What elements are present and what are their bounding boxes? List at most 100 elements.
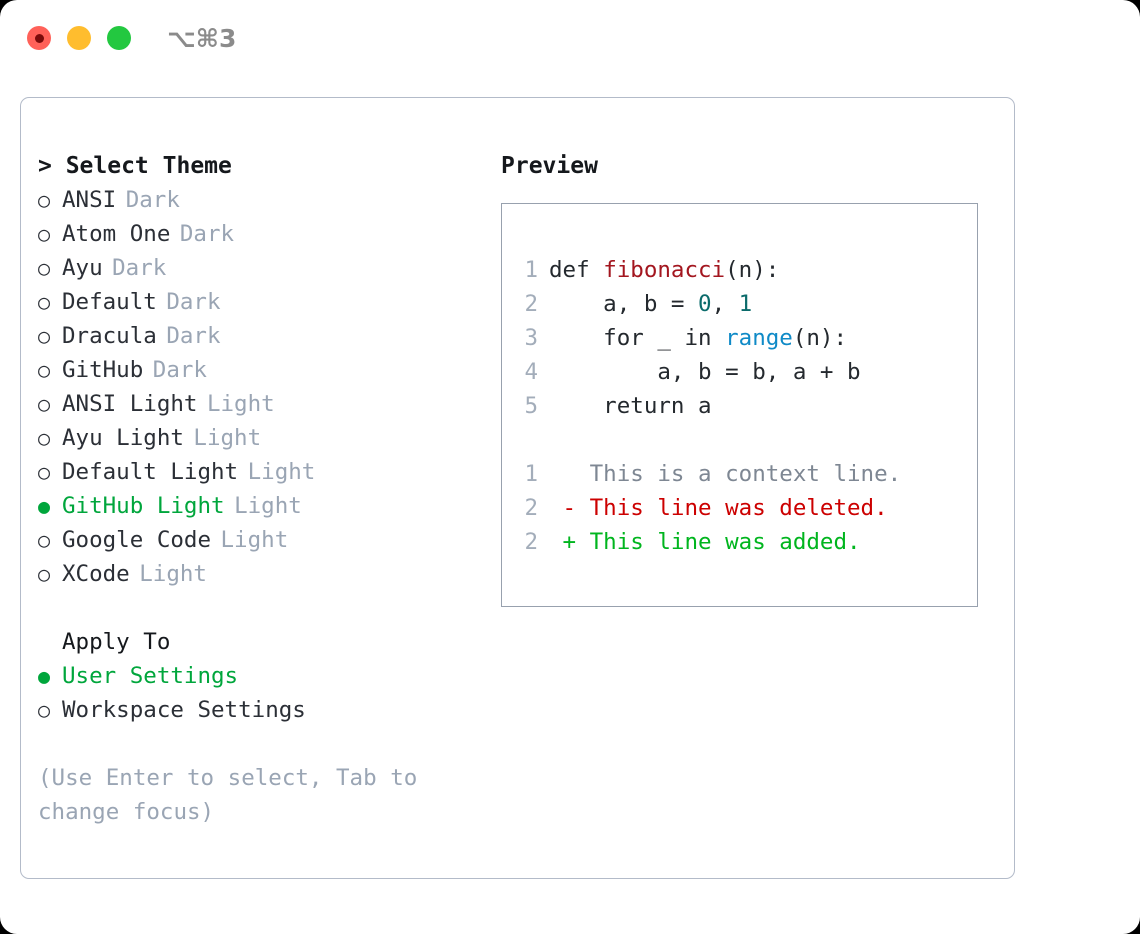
theme-kind-label: Light: [247, 459, 316, 485]
diff-line-text: - This line was deleted.: [549, 495, 888, 521]
radio-unselected-icon: ○: [38, 358, 51, 382]
radio-unselected-icon: ○: [38, 460, 51, 484]
apply-to-header: Apply To: [62, 629, 171, 655]
apply-to-list[interactable]: ● User Settings ○ Workspace Settings: [38, 659, 488, 727]
code-line: 2 a, b = 0, 1: [514, 287, 861, 321]
theme-kind-label: Dark: [112, 255, 167, 281]
radio-unselected-icon: ○: [38, 562, 51, 586]
code-token: for _ in: [549, 325, 726, 351]
code-token: range: [725, 325, 793, 351]
radio-selected-icon: ●: [38, 664, 51, 688]
code-token: ,: [711, 291, 739, 317]
code-token: a, b = b, a + b: [549, 359, 861, 385]
theme-name: Default Light: [62, 459, 239, 485]
theme-name: GitHub Light: [62, 493, 225, 519]
diff-line: 2 + This line was added.: [514, 525, 901, 559]
radio-unselected-icon: ○: [38, 392, 51, 416]
theme-list-item[interactable]: ○ Google Code Light: [38, 523, 488, 557]
theme-name: ANSI: [62, 187, 117, 213]
minimize-window-button[interactable]: [67, 26, 91, 50]
code-line-number: 4: [524, 359, 538, 385]
title-bar: ⌥⌘3: [0, 0, 1140, 78]
theme-kind-label: Dark: [179, 221, 235, 247]
keyboard-shortcut-label: ⌥⌘3: [167, 24, 237, 53]
traffic-light-buttons: [27, 26, 131, 50]
code-token: return a: [549, 393, 712, 419]
theme-kind-label: Dark: [166, 323, 221, 349]
theme-kind-label: Light: [139, 561, 207, 587]
close-window-button[interactable]: [27, 26, 51, 50]
theme-name: ANSI Light: [62, 391, 198, 417]
theme-list-item[interactable]: ○ Atom One Dark: [38, 217, 488, 251]
apply-to-section: Apply To ● User Settings ○ Workspace Settin…: [38, 625, 488, 727]
code-token: 0: [698, 291, 712, 317]
code-token: a, b =: [549, 291, 699, 317]
keyboard-hint-text: (Use Enter to select, Tab to change focu…: [38, 765, 418, 825]
select-theme-header: > Select Theme: [38, 153, 232, 179]
radio-unselected-icon: ○: [38, 698, 51, 722]
theme-list-item[interactable]: ○ GitHub Dark: [38, 353, 488, 387]
radio-unselected-icon: ○: [38, 426, 51, 450]
theme-name: Atom One: [62, 221, 171, 247]
theme-kind-label: Light: [206, 391, 275, 417]
diff-line-number: 2: [524, 529, 538, 555]
diff-line-text: + This line was added.: [549, 529, 861, 555]
theme-name: GitHub: [62, 357, 144, 383]
code-token: def: [549, 257, 604, 283]
code-token: fibonacci: [603, 257, 726, 283]
code-token: (n):: [792, 325, 848, 351]
theme-list-item[interactable]: ● GitHub Light Light: [38, 489, 488, 523]
radio-unselected-icon: ○: [38, 290, 51, 314]
apply-to-label: User Settings: [62, 663, 239, 689]
diff-line: 2 - This line was deleted.: [514, 491, 901, 525]
code-line: 4 a, b = b, a + b: [514, 355, 861, 389]
theme-name: XCode: [62, 561, 130, 587]
radio-unselected-icon: ○: [38, 222, 51, 246]
code-line-number: 5: [524, 393, 538, 419]
apply-to-label: Workspace Settings: [62, 697, 306, 723]
diff-line: 1 This is a context line.: [514, 457, 901, 491]
theme-list-item[interactable]: ○ Dracula Dark: [38, 319, 488, 353]
maximize-window-button[interactable]: [107, 26, 131, 50]
radio-unselected-icon: ○: [38, 256, 51, 280]
theme-list-item[interactable]: ○ Ayu Dark: [38, 251, 488, 285]
theme-name: Default: [62, 289, 157, 315]
code-line: 5 return a: [514, 389, 861, 423]
radio-unselected-icon: ○: [38, 528, 51, 552]
diff-line-text: This is a context line.: [549, 461, 902, 487]
theme-list-item[interactable]: ○ ANSI Light Light: [38, 387, 488, 421]
apply-to-option[interactable]: ○ Workspace Settings: [38, 693, 488, 727]
theme-list-item[interactable]: ○ XCode Light: [38, 557, 488, 591]
theme-name: Dracula: [62, 323, 157, 349]
radio-unselected-icon: ○: [38, 188, 51, 212]
preview-title: Preview: [501, 153, 598, 179]
diff-line-number: 2: [524, 495, 538, 521]
diff-line-number: 1: [524, 461, 538, 487]
radio-unselected-icon: ○: [38, 324, 51, 348]
theme-name: Google Code: [62, 527, 212, 553]
theme-name: Ayu: [62, 255, 103, 281]
theme-kind-label: Dark: [152, 357, 207, 383]
code-line-number: 3: [524, 325, 538, 351]
code-token: (n):: [725, 257, 780, 283]
code-line: 3 for _ in range(n):: [514, 321, 861, 355]
theme-name: Ayu Light: [62, 425, 184, 451]
diff-sample: 1 This is a context line.2 - This line w…: [514, 457, 901, 559]
code-token: 1: [738, 291, 753, 317]
theme-kind-label: Light: [220, 527, 289, 553]
apply-to-option[interactable]: ● User Settings: [38, 659, 488, 693]
radio-selected-icon: ●: [38, 494, 51, 518]
theme-kind-label: Light: [234, 493, 302, 519]
theme-list-item[interactable]: ○ Default Light Light: [38, 455, 488, 489]
